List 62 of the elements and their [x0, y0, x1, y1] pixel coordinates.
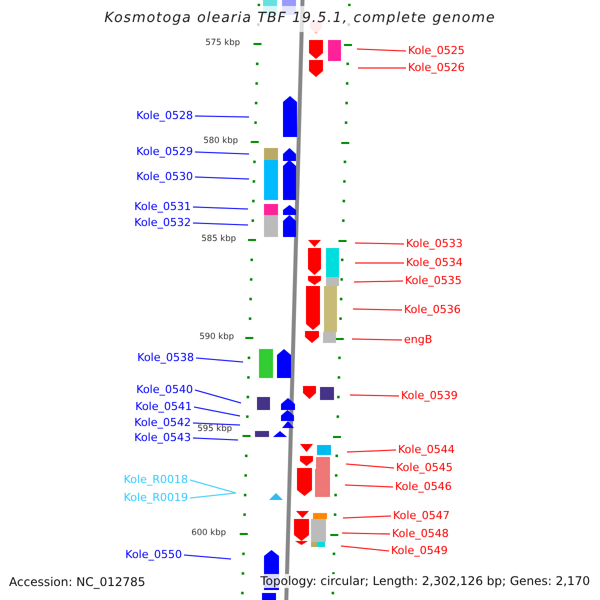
gene-label: Kole_0528: [136, 110, 193, 121]
gene-label: Kole_0540: [136, 384, 193, 395]
leader-line: [194, 116, 250, 118]
gene-label: Kole_0541: [135, 401, 192, 412]
gene-label: Kole_0547: [393, 510, 450, 521]
gene-label: Kole_0545: [396, 462, 453, 473]
gene-label: Kole_0538: [137, 352, 194, 363]
leader-line: [192, 422, 240, 426]
leader-line: [190, 492, 236, 498]
leader-line: [354, 280, 404, 282]
leader-line: [192, 222, 248, 226]
gene-label: Kole_0536: [404, 304, 461, 315]
gene-label: Kole_0526: [408, 62, 465, 73]
gene-label: Kole_R0018: [124, 474, 188, 485]
leader-line: [194, 406, 240, 416]
gene-label: Kole_0548: [392, 528, 449, 539]
leader-line: [342, 532, 390, 534]
scale-label: 600 kbp: [191, 529, 226, 538]
gene-label: Kole_0532: [134, 217, 191, 228]
leader-line: [192, 206, 248, 210]
gene-label: Kole_0539: [401, 390, 458, 401]
gene-label: Kole_0546: [395, 481, 452, 492]
gene-label: Kole_0534: [406, 257, 463, 268]
leader-line: [340, 546, 390, 552]
leader-line: [190, 480, 236, 494]
leader-line: [194, 152, 250, 154]
gene-label: Kole_0544: [398, 444, 455, 455]
gene-label: engB: [404, 334, 432, 345]
scale-label: 575 kbp: [205, 39, 240, 48]
leader-line: [192, 438, 238, 440]
gene-label: Kole_0543: [134, 432, 191, 443]
gene-label: Kole_0549: [391, 545, 448, 556]
leader-line: [354, 242, 404, 244]
scale-label: 590 kbp: [199, 333, 234, 342]
gene-label: Kole_0530: [136, 171, 193, 182]
leader-line: [194, 390, 242, 404]
gene-label: Kole_0529: [136, 146, 193, 157]
leader-line: [350, 394, 400, 396]
genome-info-note: Topology: circular; Length: 2,302,126 bp; Genes: 2,170: [260, 574, 590, 588]
leader-line: [346, 464, 394, 468]
gene-label: Kole_0535: [405, 275, 462, 286]
leader-line: [352, 308, 402, 310]
gene-label: Kole_0525: [408, 45, 465, 56]
scale-label: 585 kbp: [201, 235, 236, 244]
gene-label: Kole_0531: [134, 201, 191, 212]
leader-line: [344, 484, 394, 488]
leader-line: [342, 516, 392, 518]
scale-label: 595 kbp: [197, 425, 232, 434]
leader-line: [194, 176, 250, 180]
leader-line: [196, 358, 244, 362]
leader-line: [352, 338, 402, 340]
title: Kosmotoga olearia TBF 19.5.1, complete genome: [103, 11, 497, 25]
leader-line: [346, 450, 396, 452]
scale-label: 580 kbp: [203, 137, 238, 146]
leader-line: [356, 48, 406, 52]
leader-line: [184, 554, 232, 560]
gene-label: Kole_R0019: [124, 492, 188, 503]
gene-label: Kole_0542: [134, 417, 191, 428]
gene-label: Kole_0533: [406, 238, 463, 249]
accession-note: Accession: NC_012785: [9, 576, 146, 588]
leader-line: [354, 262, 404, 264]
gene-label: Kole_0550: [125, 549, 182, 560]
